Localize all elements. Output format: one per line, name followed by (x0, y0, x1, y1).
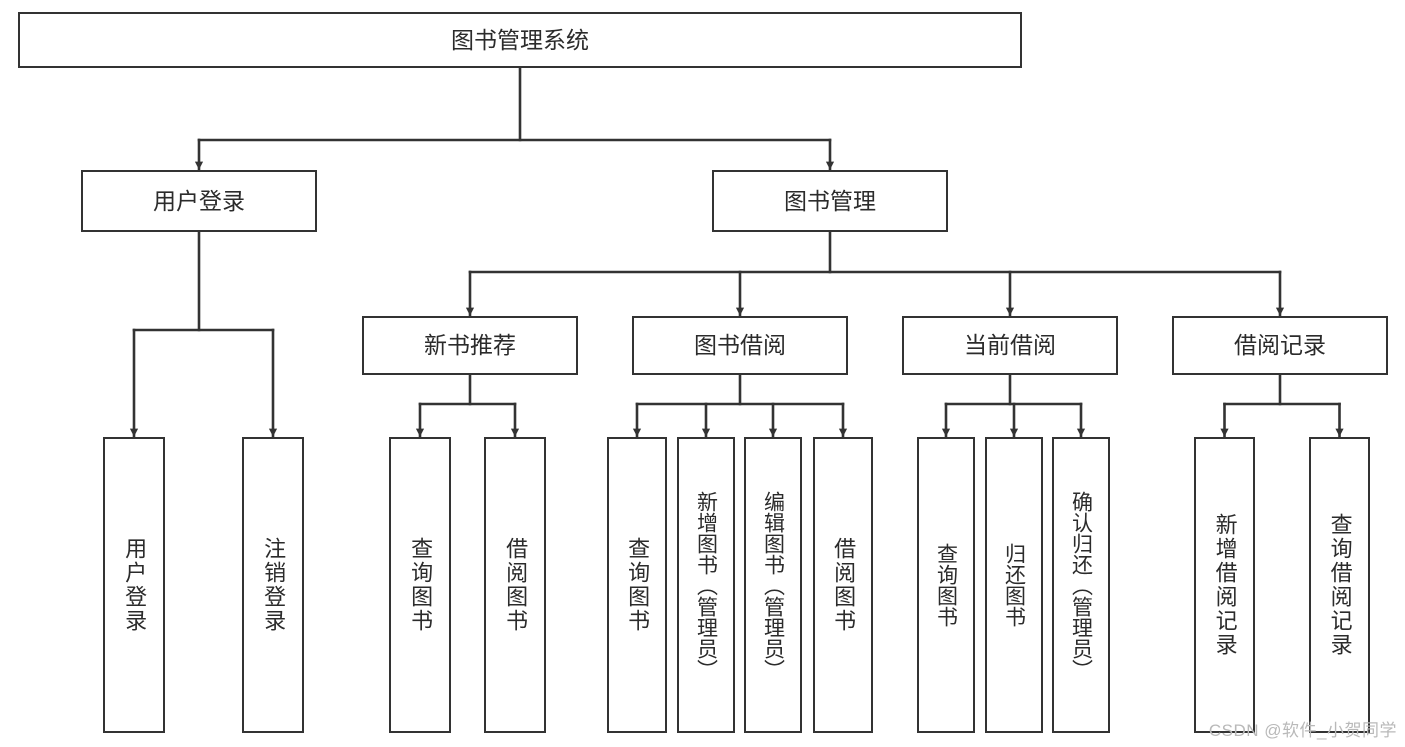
node-leaf-confirm[interactable]: 确认归还（管理员） (1052, 437, 1110, 733)
node-label-leaf-return: 归还图书 (1002, 543, 1026, 627)
node-label-leaf-query1: 查询图书 (408, 537, 434, 633)
node-leaf-add[interactable]: 新增图书（管理员） (677, 437, 735, 733)
node-leaf-login[interactable]: 用户登录 (103, 437, 165, 733)
node-leaf-borrow1[interactable]: 借阅图书 (484, 437, 546, 733)
node-label-current: 当前借阅 (964, 332, 1056, 359)
node-leaf-logout[interactable]: 注销登录 (242, 437, 304, 733)
node-label-leaf-queryrec: 查询借阅记录 (1327, 513, 1353, 657)
node-bookmgmt[interactable]: 图书管理 (712, 170, 948, 232)
node-label-borrow: 图书借阅 (694, 332, 786, 359)
node-label-leaf-confirm: 确认归还（管理员） (1069, 490, 1093, 680)
node-leaf-addrec[interactable]: 新增借阅记录 (1194, 437, 1255, 733)
node-leaf-query2[interactable]: 查询图书 (607, 437, 667, 733)
node-records[interactable]: 借阅记录 (1172, 316, 1388, 375)
node-label-newbook: 新书推荐 (424, 332, 516, 359)
node-leaf-return[interactable]: 归还图书 (985, 437, 1043, 733)
node-current[interactable]: 当前借阅 (902, 316, 1118, 375)
node-label-leaf-query2: 查询图书 (625, 537, 651, 633)
node-leaf-edit[interactable]: 编辑图书（管理员） (744, 437, 802, 733)
node-login[interactable]: 用户登录 (81, 170, 317, 232)
node-label-leaf-add: 新增图书（管理员） (694, 490, 718, 680)
node-newbook[interactable]: 新书推荐 (362, 316, 578, 375)
node-label-leaf-logout: 注销登录 (261, 537, 287, 633)
node-label-records: 借阅记录 (1234, 332, 1326, 359)
node-label-login: 用户登录 (153, 187, 245, 214)
node-label-root: 图书管理系统 (451, 26, 589, 53)
node-leaf-borrow2[interactable]: 借阅图书 (813, 437, 873, 733)
node-root[interactable]: 图书管理系统 (18, 12, 1022, 68)
node-leaf-query3[interactable]: 查询图书 (917, 437, 975, 733)
node-borrow[interactable]: 图书借阅 (632, 316, 848, 375)
node-label-bookmgmt: 图书管理 (784, 187, 876, 214)
node-label-leaf-addrec: 新增借阅记录 (1212, 513, 1238, 657)
node-leaf-queryrec[interactable]: 查询借阅记录 (1309, 437, 1370, 733)
node-label-leaf-borrow2: 借阅图书 (831, 537, 857, 633)
node-label-leaf-edit: 编辑图书（管理员） (761, 490, 785, 680)
node-label-leaf-borrow1: 借阅图书 (503, 537, 529, 633)
node-leaf-query1[interactable]: 查询图书 (389, 437, 451, 733)
node-label-leaf-login: 用户登录 (122, 537, 148, 633)
edge-group (129, 66, 1344, 438)
node-label-leaf-query3: 查询图书 (934, 543, 958, 627)
